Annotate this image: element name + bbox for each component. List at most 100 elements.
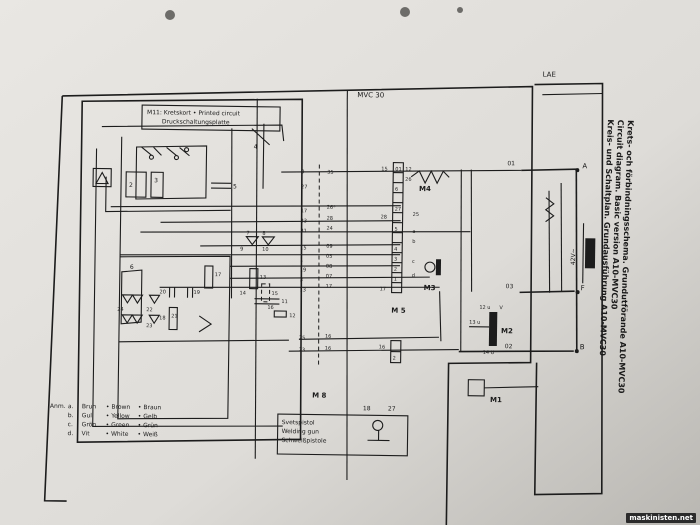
terminal-label: 5 [394, 227, 397, 233]
mvc-frame-left [43, 95, 67, 502]
wire [117, 136, 231, 420]
node-B [574, 349, 579, 354]
legend-de: • Gelb [138, 413, 158, 420]
m2-mid: 13 u [469, 320, 480, 326]
rail-A: A [582, 162, 587, 170]
terminal-label: 35 [327, 170, 333, 176]
label-17: 17 [215, 272, 221, 278]
trunk-wires [230, 98, 473, 480]
legend-en: • Brown [106, 404, 131, 411]
terminal-label: 15 [300, 245, 306, 251]
terminal-label: 16 [325, 334, 331, 340]
terminal-label: 2 [394, 267, 397, 273]
node-F [575, 290, 580, 295]
diode-bridge-left [120, 269, 161, 325]
terminal-label: 19 [300, 267, 306, 273]
terminal-label: 2 [393, 356, 396, 362]
label-7: 7 [246, 231, 249, 237]
relay-contact [173, 155, 179, 161]
capacitor-11 [254, 298, 280, 305]
rail [458, 168, 578, 353]
resistor-15 [260, 283, 271, 303]
label-10: 10 [262, 247, 268, 253]
gun-terminal-27: 27 [388, 406, 396, 413]
m5-terminals: 15 28 17 16 01 6 27 5 4 3 2 1 2 12 26 25… [379, 166, 419, 362]
lae-divider [542, 92, 603, 96]
color-code: d [412, 273, 415, 279]
terminal-label: 28 [327, 216, 333, 222]
terminal-label: 17 [326, 284, 332, 290]
terminal-label: 23 [301, 218, 307, 224]
relay-contact [148, 154, 154, 160]
transformer-label: 42V~ [570, 248, 577, 265]
rail-03: 03 [506, 283, 514, 290]
m5-label: M 5 [391, 307, 406, 315]
legend-key: b. [68, 412, 74, 419]
m8-label: M 8 [312, 391, 327, 399]
legend-de: • Grün [138, 422, 158, 429]
terminal-label: 1 [394, 277, 397, 283]
terminal-label: 12 [405, 167, 411, 173]
legend-en: • Green [106, 422, 130, 429]
label-2: 2 [129, 182, 133, 189]
pcb-label-1: M11: Kretskort • Printed circuit [147, 109, 241, 117]
relay-contacts [141, 146, 190, 157]
legend-de: • Braun [138, 404, 162, 411]
gun-trigger-icon [372, 419, 384, 431]
rail-F: F [581, 284, 585, 292]
terminal-label: 08 [326, 264, 332, 270]
component-2 [125, 171, 147, 198]
legend-sv: Brun [82, 403, 96, 410]
resistor-17 [204, 265, 214, 289]
capacitors-20-19 [168, 287, 194, 298]
wire [101, 124, 285, 142]
punch-hole [165, 10, 175, 20]
label-3: 3 [154, 177, 158, 184]
wire [92, 148, 283, 427]
m2-vv: V [499, 305, 503, 311]
terminal-label: 07 [326, 274, 332, 280]
m8-terminals: 9 27 17 23 31 15 1 19 3 13 25 23 35 26* … [299, 169, 336, 353]
terminal-label: 9 [301, 169, 304, 175]
legend-en: • Yellow [106, 413, 130, 420]
pcb-frame [76, 98, 304, 444]
color-code: a [412, 229, 415, 235]
label-12: 12 [289, 313, 295, 319]
label-23: 23 [146, 323, 152, 329]
legend-key: a. [68, 403, 74, 410]
lae-label: LAE [543, 71, 556, 79]
node-A [575, 168, 580, 173]
legend-key: c. [68, 421, 73, 428]
terminal-label: 27 [301, 184, 307, 190]
legend-sv: Gul [82, 412, 93, 419]
terminal-label: 4 [394, 247, 397, 253]
m3-label: M3 [424, 284, 436, 292]
m4-label: M4 [419, 185, 431, 193]
gun-terminal-18: 18 [363, 405, 371, 412]
legend-prefix: Anm. [50, 403, 66, 410]
legend-en: • White [106, 431, 129, 438]
terminal-label: 09 [326, 244, 332, 250]
label-11: 11 [281, 299, 287, 305]
bus-wires [110, 169, 522, 352]
m2-top: 12 u [479, 305, 490, 311]
terminal-label: 16 [379, 344, 385, 350]
label-5: 5 [233, 183, 237, 190]
legend-key: d. [68, 430, 74, 437]
connector-m8 [318, 164, 320, 365]
rectifier-triangle [95, 171, 109, 185]
resistor-18 [168, 306, 178, 331]
mvc-label: MVC 30 [357, 91, 384, 99]
motor-m1-wire [484, 386, 539, 389]
terminal-label: 13 [300, 287, 306, 293]
gun-switch-icon [367, 430, 390, 442]
legend-sv: Vit [82, 430, 91, 437]
m1-label: M1 [490, 396, 502, 404]
label-9: 9 [240, 246, 243, 252]
motor-m4-resistor [410, 169, 450, 185]
relay-contact [184, 147, 190, 153]
transformer-core [584, 238, 596, 269]
label-18: 18 [159, 315, 165, 321]
